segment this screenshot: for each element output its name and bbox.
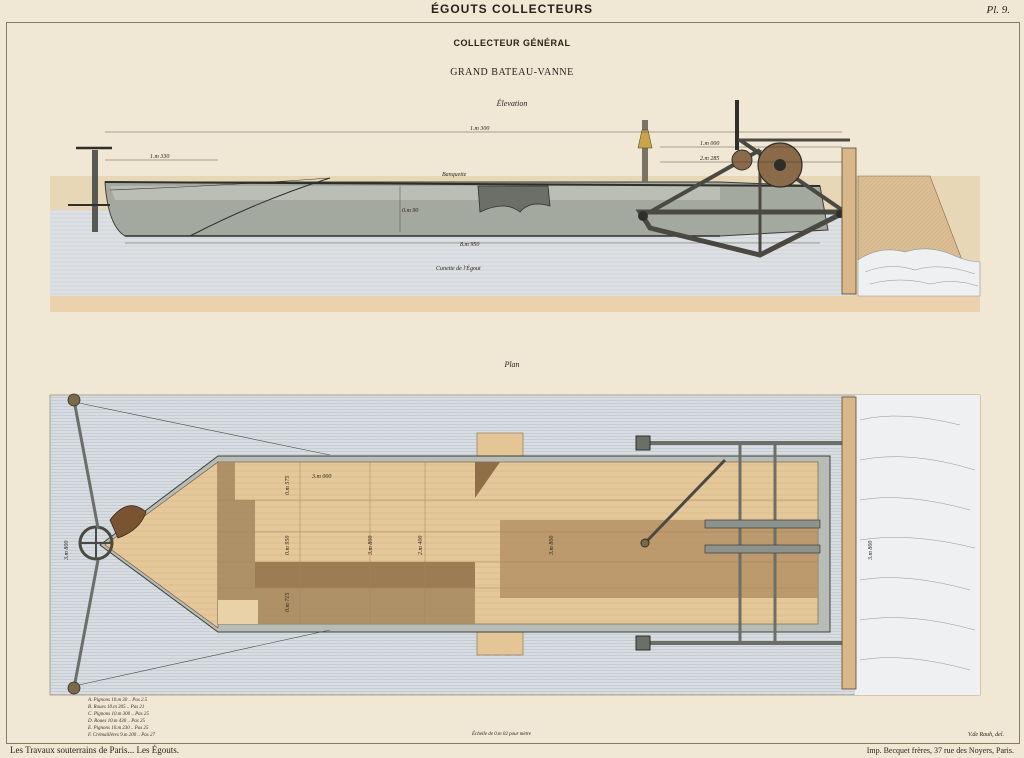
section-title: COLLECTEUR GÉNÉRAL: [453, 38, 571, 48]
dim-elev-mid: 0.m 90: [402, 208, 418, 214]
dim-elev-total: 1.m 300: [470, 126, 489, 132]
footer-right: Imp. Becquet frères, 37 rue des Noyers, …: [866, 746, 1014, 755]
dim-elev-r2: 2.m 285: [700, 156, 719, 162]
downstream-water: [857, 248, 981, 297]
banquette-label: Banquette: [442, 172, 467, 178]
hull-cutout: [477, 185, 551, 213]
dim-plan-g: 0.m 715: [285, 593, 291, 612]
plan-downstream: [855, 395, 980, 695]
bow-post: [92, 150, 98, 232]
legend-line: A. Pignons 10.m 30 .. Pas 2.5: [88, 698, 148, 703]
dim-plan-h: 3.m 800: [64, 541, 70, 561]
subject-title: GRAND BATEAU-VANNE: [450, 67, 574, 78]
small-gear: [731, 149, 753, 171]
plan-title: Plan: [504, 360, 520, 369]
legend-line: F. Crémaillères 9.m 200 .. Pas 27: [88, 733, 155, 738]
dim-elev-hull: 8.m 950: [460, 242, 479, 248]
elevation-title: Élevation: [496, 99, 528, 108]
gear-legend: A. Pignons 10.m 30 .. Pas 2.5 B. Roues 1…: [88, 697, 155, 739]
lever-arm: [643, 458, 727, 545]
footer-left: Les Travaux souterrains de Paris... Les …: [10, 745, 179, 755]
dim-plan-a: 3.m 000: [311, 474, 331, 480]
dim-plan-i: 3.m 800: [868, 541, 874, 561]
legend-line: E. Pignons 10.m 230 .. Pas 25: [88, 726, 149, 731]
cunette-label: Cunette de l'Égout: [436, 264, 481, 272]
elevation-view: 1.m 300 1.m 330 1.m 000 2.m 285 8.m 950 …: [50, 100, 981, 312]
header-title: ÉGOUTS COLLECTEURS: [430, 2, 593, 16]
legend-line: C. Pignons 10.m 300 .. Pas 25: [88, 712, 149, 717]
dim-elev-r1: 1.m 000: [700, 141, 719, 147]
legend-line: B. Roues 10.m 305 .. Pas 21: [88, 705, 145, 710]
dim-plan-c: 0.m 950: [285, 536, 291, 555]
plate-frame: [6, 22, 1020, 744]
plan-gate-board: [841, 396, 857, 690]
elevation-floor: [50, 296, 980, 312]
dim-elev-left: 1.m 330: [150, 154, 169, 160]
plate-number: Pl. 9.: [986, 4, 1010, 16]
scale-note: Échelle de 0.m 02 pour mètre: [472, 732, 531, 737]
bow-gear: [109, 505, 147, 539]
dim-plan-b: 0.m 575: [285, 476, 291, 495]
dim-plan-d: 3.m 800: [368, 536, 374, 556]
dim-plan-f: 3.m 800: [549, 536, 555, 556]
dim-plan-e: 2.m 400: [417, 536, 424, 555]
gate-board: [841, 147, 857, 295]
legend-line: D. Roues 10.m 430 .. Pas 25: [88, 719, 145, 724]
signal-mast: [642, 120, 648, 182]
author-credit: V.de Rauh, del.: [967, 732, 1004, 738]
plan-view: 3.m 000 0.m 575 0.m 950 3.m 800 2.m 400 …: [49, 393, 981, 696]
